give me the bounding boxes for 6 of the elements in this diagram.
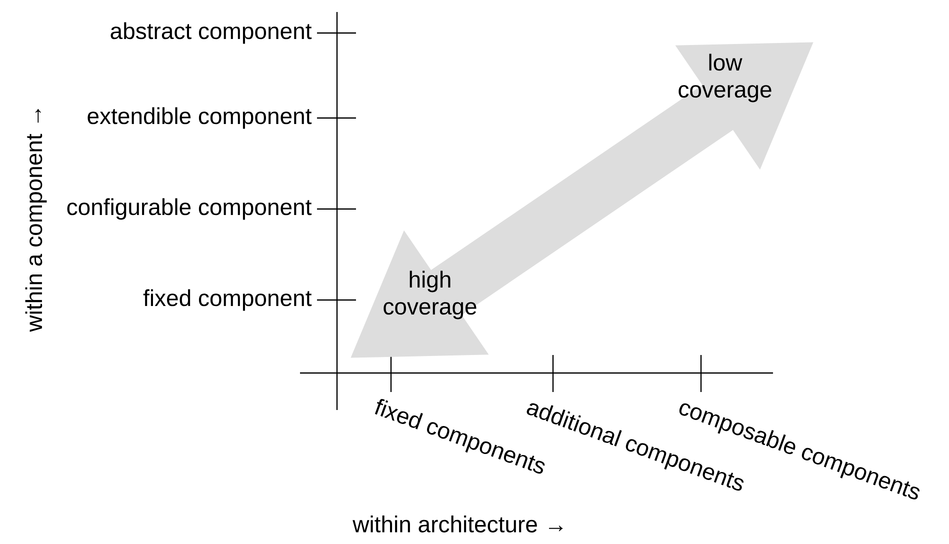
tick-label: configurable component <box>67 198 312 220</box>
tick-label: fixed component <box>143 289 312 311</box>
axis-title: within architecture → <box>352 516 563 532</box>
axis-title: within a component → <box>25 108 47 332</box>
tick-label: extendible component <box>88 107 312 129</box>
tick-label: abstract component <box>110 22 312 44</box>
